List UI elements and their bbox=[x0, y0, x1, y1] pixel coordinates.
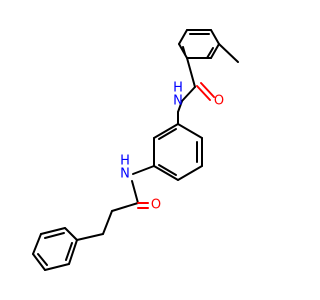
propyl-chain bbox=[76, 210, 113, 241]
atom-n2: N bbox=[120, 167, 130, 182]
atom-o1: O bbox=[214, 94, 224, 109]
phenyl-ring bbox=[32, 227, 78, 271]
amide-group-1 bbox=[177, 82, 215, 113]
amide-group-2 bbox=[111, 180, 149, 212]
atom-n2-hydrogen: H bbox=[120, 154, 130, 169]
atom-o2: O bbox=[151, 198, 161, 213]
atom-n1: N bbox=[173, 94, 183, 109]
molecule-structure: N H O N H O bbox=[32, 29, 239, 271]
middle-benzene-ring bbox=[132, 111, 203, 181]
molecule-diagram: N H O N H O bbox=[32, 29, 239, 271]
toluene-ring bbox=[178, 29, 239, 88]
atom-n1-hydrogen: H bbox=[173, 81, 183, 96]
